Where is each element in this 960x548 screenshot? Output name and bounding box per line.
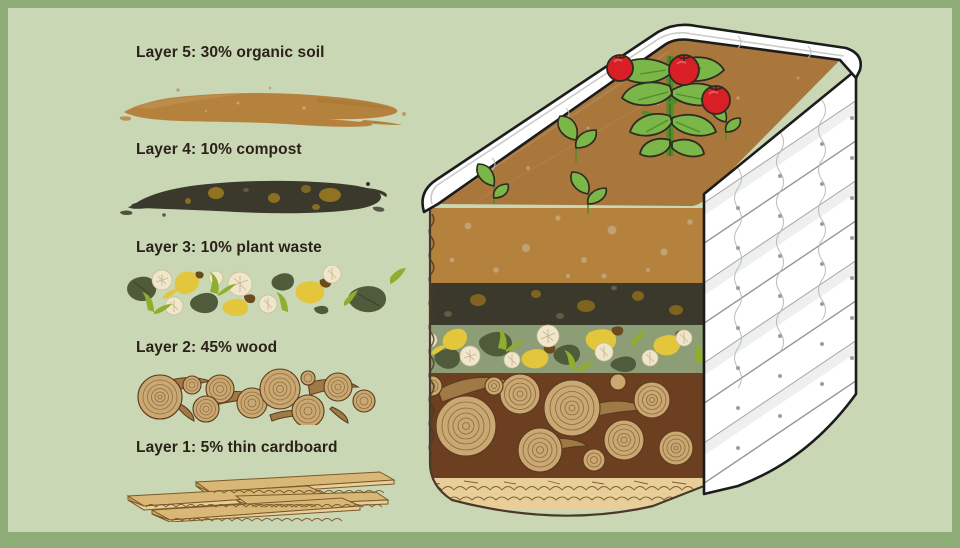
seedling-icon [557,115,598,162]
wood-rings-cross-section [430,378,690,468]
legend-label-compost: Layer 4: 10% compost [136,141,302,158]
legend-label-organic-soil: Layer 5: 30% organic soil [136,44,325,61]
brush-stroke-dark [120,180,387,217]
bed-plantings [476,54,742,214]
tomato-plant [606,54,731,158]
cross-section-outline [428,208,706,517]
layer-organic-soil [430,208,704,283]
cardboard-flutes [145,490,385,522]
swatch-plant-waste [118,266,408,318]
wood-growth-rings [142,373,372,424]
tomato-fruit [701,85,731,115]
seedling-icon [476,163,510,204]
soil-specks [449,208,693,279]
legend-label-plant-waste: Layer 3: 10% plant waste [136,239,322,256]
metal-side-outline [702,68,858,496]
tomato-fruit [606,54,634,82]
legend-label-cardboard: Layer 1: 5% thin cardboard [136,439,338,456]
bed-metal-side-panel [702,68,858,496]
seedling-icon [570,171,608,214]
layer-compost [430,283,704,325]
swatch-organic-soil [118,76,408,131]
compost-flecks [444,285,683,319]
bed-cross-section [430,208,704,510]
swatch-compost [118,171,408,221]
cardboard-strips [126,471,396,522]
brush-stroke-brown [119,86,406,127]
swatch-cardboard [118,466,408,522]
metal-rivets [736,116,854,450]
cross-section-torn-edge [428,213,435,455]
tomato-fruit [668,54,700,86]
raised-garden-bed-illustration [408,8,960,548]
plant-waste-items [430,324,703,372]
cardboard-base-flutes [430,480,695,501]
swatch-wood [118,363,408,425]
legend-label-wood: Layer 2: 45% wood [136,339,278,356]
legend-column: Layer 5: 30% organic soil [8,8,438,532]
wood-log-sections [430,373,694,473]
plant-waste-scraps [127,266,406,316]
